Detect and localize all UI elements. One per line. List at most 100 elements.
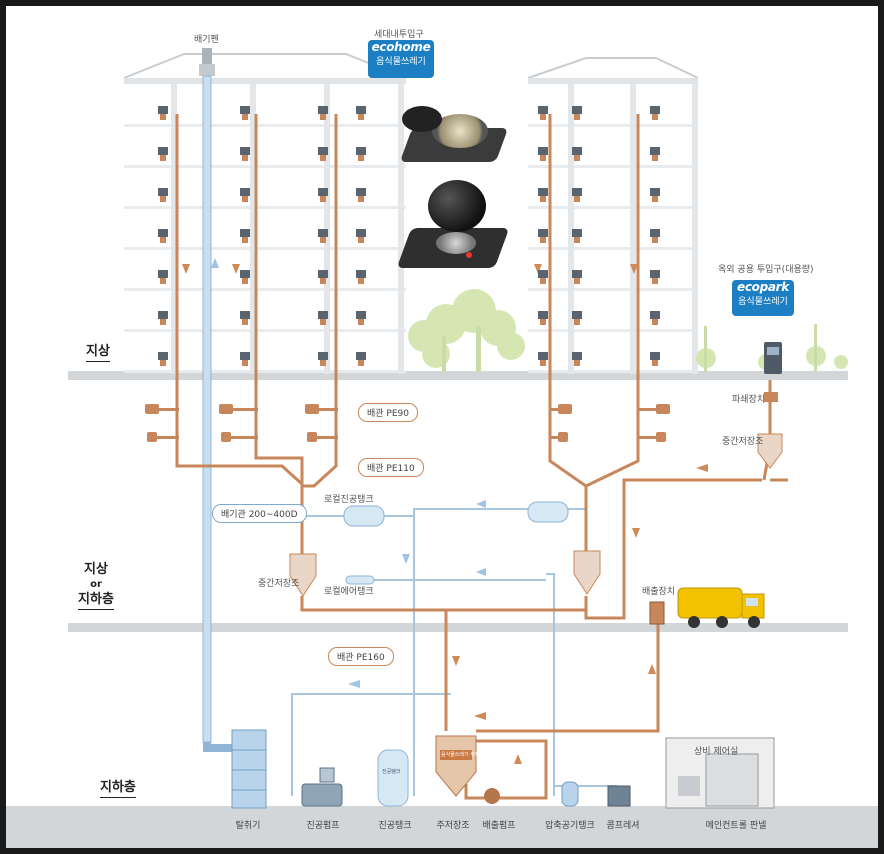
inlet-pipe <box>160 278 166 284</box>
floor-slab <box>528 247 698 250</box>
system-diagram: 지상 지상 or 지하층 지하층 배기펜 세대내투입구 옥외 공용 투입구(대용… <box>6 6 878 848</box>
inlet-unit <box>572 270 582 278</box>
inlet-pipe <box>320 155 326 161</box>
household-inlets <box>158 106 660 366</box>
inlet-pipe <box>574 114 580 120</box>
level-ground-or-basement-line1: 지상 <box>84 562 108 577</box>
inlet-pipe <box>358 196 364 202</box>
outdoor-inlet-kiosk <box>764 342 782 374</box>
inlet-unit <box>240 352 250 360</box>
inlet-pipe <box>574 155 580 161</box>
floor-slab <box>124 329 406 332</box>
inlet-pipe <box>652 319 658 325</box>
inlet-pipe <box>160 155 166 161</box>
inlet-unit <box>318 270 328 278</box>
inlet-pipe <box>574 319 580 325</box>
branch-line <box>312 408 338 411</box>
branch-line <box>638 408 658 411</box>
inlet-pipe <box>242 360 248 366</box>
crusher-label: 파쇄장치 <box>732 395 766 405</box>
inlet-unit <box>318 229 328 237</box>
inlet-pipe <box>540 319 546 325</box>
inlet-pipe <box>574 237 580 243</box>
vacuum-pump-unit <box>301 767 343 807</box>
vacuum-tank-unit <box>377 749 409 807</box>
ecohome-brand: ecohome <box>371 40 431 54</box>
inlet-unit <box>318 311 328 319</box>
floor-slab <box>528 124 698 127</box>
inlet-unit <box>538 270 548 278</box>
inlet-unit <box>318 106 328 114</box>
branch-line <box>312 436 338 439</box>
inlet-pipe <box>358 114 364 120</box>
vacuum-tank-tag: 진공탱크 <box>382 769 401 775</box>
ecohome-badge: ecohome 음식물쓰레기 <box>368 40 434 78</box>
bottom-label-compressor: 콤프레셔 <box>606 821 640 831</box>
left-building <box>123 53 407 374</box>
inlet-pipe <box>652 278 658 284</box>
inlet-unit <box>158 311 168 319</box>
inlet-unit <box>356 188 366 196</box>
inlet-pipe <box>242 114 248 120</box>
local-air-tank <box>345 575 375 585</box>
floor-slab <box>124 370 406 373</box>
control-room-label: 상비 제어실 <box>694 747 739 757</box>
branch-inlet <box>307 432 317 442</box>
discharge-pump-unit <box>484 788 500 804</box>
inlet-unit <box>158 106 168 114</box>
inlet-unit <box>158 147 168 155</box>
local-vacuum-tank-label: 로컬진공탱크 <box>324 495 374 505</box>
level-basement-text: 지하층 <box>100 780 136 798</box>
inlet-unit <box>240 106 250 114</box>
bottom-label-deodorizer: 탈취기 <box>235 821 261 831</box>
inlet-unit <box>158 188 168 196</box>
ground-slab <box>68 371 848 380</box>
mid-slab <box>68 623 848 632</box>
inlet-unit <box>356 106 366 114</box>
inlet-unit <box>356 147 366 155</box>
bottom-label-vacuum-tank: 진공탱크 <box>378 821 412 831</box>
inlet-pipe <box>242 278 248 284</box>
inlet-unit <box>538 352 548 360</box>
inlet-unit <box>538 229 548 237</box>
inlet-unit <box>572 311 582 319</box>
inlet-unit <box>356 229 366 237</box>
floor-slab <box>528 370 698 373</box>
inlet-pipe <box>320 360 326 366</box>
inlet-unit <box>538 311 548 319</box>
floor-slab <box>124 124 406 127</box>
local-air-tank-label: 로컬에어탱크 <box>324 587 374 597</box>
inlet-unit <box>240 188 250 196</box>
collection-truck <box>677 587 765 628</box>
inlet-pipe <box>652 360 658 366</box>
inlet-unit <box>240 270 250 278</box>
crusher-unit <box>764 392 778 402</box>
inlet-pipe <box>358 155 364 161</box>
ecohome-product-photo-1 <box>398 100 509 166</box>
inlet-unit <box>538 106 548 114</box>
level-ground-text: 지상 <box>86 344 110 362</box>
bottom-label-discharge-pump: 배출펌프 <box>482 821 516 831</box>
exhaust-stack <box>199 48 232 752</box>
branch-inlet <box>219 404 233 414</box>
inlet-unit <box>572 106 582 114</box>
inlet-pipe <box>574 196 580 202</box>
air-arrows <box>211 258 486 688</box>
bottom-label-compressed-air-tank: 압축공기탱크 <box>545 821 595 831</box>
inlet-unit <box>240 147 250 155</box>
pipe-pe160-callout: 배관 PE160 <box>328 647 394 666</box>
bottom-label-main-storage: 주저장조 <box>436 821 470 831</box>
inlet-unit <box>650 270 660 278</box>
branch-line <box>638 436 658 439</box>
inlet-pipe <box>358 278 364 284</box>
pipe-pe90-callout: 배관 PE90 <box>358 403 418 422</box>
level-ground-or-basement-line3: 지하층 <box>78 592 114 610</box>
inlet-pipe <box>540 278 546 284</box>
inlet-unit <box>356 270 366 278</box>
inlet-unit <box>572 147 582 155</box>
inlet-pipe <box>358 360 364 366</box>
ecopark-brand: ecopark <box>737 280 789 294</box>
intermediate-storage-units <box>289 433 783 597</box>
floor-slab <box>528 206 698 209</box>
pipe-pe110-callout: 배관 PE110 <box>358 458 424 477</box>
